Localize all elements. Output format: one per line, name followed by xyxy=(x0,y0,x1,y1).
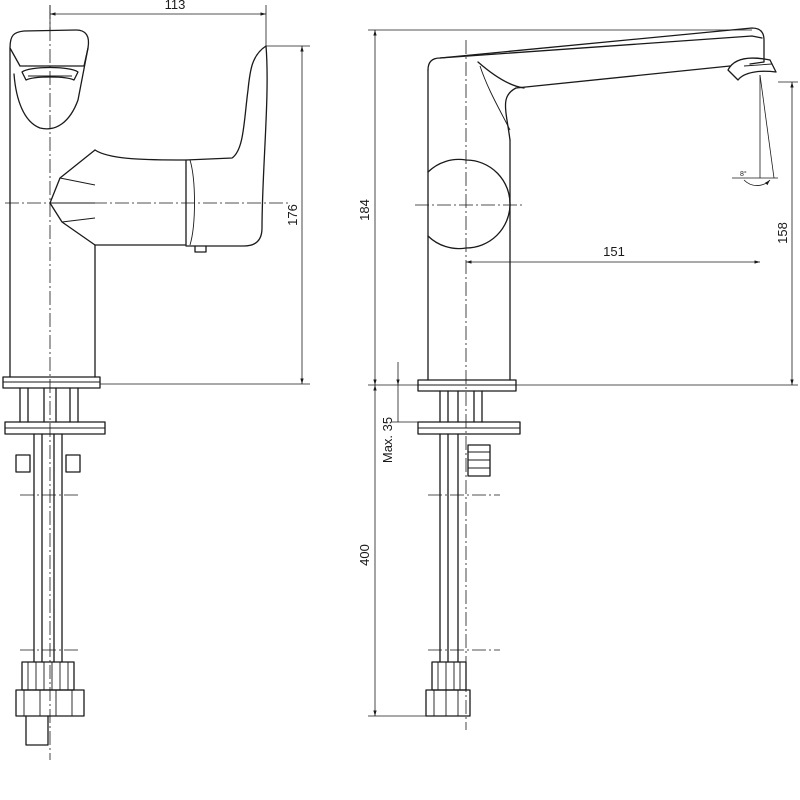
front-view: 113 176 xyxy=(2,0,310,760)
dim-176-label: 176 xyxy=(285,204,300,226)
side-hose-nut xyxy=(425,689,471,717)
side-mounting-rods xyxy=(439,390,483,423)
front-handle-lever xyxy=(185,45,268,247)
dim-158-label: 158 xyxy=(775,222,790,244)
side-spout-upper-edge xyxy=(439,35,763,59)
front-hose-nut-ribs xyxy=(23,690,73,716)
side-hose-nut-ribs xyxy=(433,690,459,716)
dim-113-label: 113 xyxy=(165,0,186,12)
front-mounting-nuts xyxy=(15,454,81,473)
dim-400-label: 400 xyxy=(357,544,372,566)
front-hose-break-lines xyxy=(20,494,80,651)
side-angle-slant xyxy=(759,74,775,179)
front-top-cap xyxy=(9,29,90,67)
side-angle-arc xyxy=(743,179,771,186)
side-spout-fillet xyxy=(479,65,511,131)
dim-max35-label: Max. 35 xyxy=(380,417,395,463)
side-washer-plate xyxy=(417,421,521,435)
dim-184-label: 184 xyxy=(357,199,372,221)
front-hose-fitting-block xyxy=(21,661,75,691)
side-hose-break-lines xyxy=(428,494,500,651)
front-hoses xyxy=(33,433,63,663)
front-facet-line-upper xyxy=(59,177,96,186)
front-facet-line-lower xyxy=(61,217,96,223)
front-aerator xyxy=(21,66,79,81)
side-aerator-line xyxy=(743,63,773,67)
side-handle-disc xyxy=(427,158,511,250)
side-fitting-ribs xyxy=(437,662,461,690)
side-aerator xyxy=(727,57,777,81)
side-spout-crease xyxy=(477,61,525,89)
spout-angle-label: 8° xyxy=(740,170,747,178)
front-handle-stem xyxy=(94,149,187,246)
front-fitting-ribs xyxy=(27,662,69,690)
front-handle-joint xyxy=(49,149,96,246)
front-washer-plate xyxy=(4,421,106,435)
dim-151-label: 151 xyxy=(603,244,625,259)
side-view: 8° 184 151 158 xyxy=(357,27,798,730)
side-hoses xyxy=(439,433,459,663)
side-base-flange xyxy=(417,379,517,392)
front-base-flange xyxy=(2,376,101,389)
side-spout-underside xyxy=(504,65,731,141)
side-hose-fitting xyxy=(431,661,467,691)
side-nut-ribs xyxy=(468,451,490,469)
front-hose-nuts xyxy=(15,689,85,717)
front-hose-tail xyxy=(25,715,49,746)
front-handle-pin xyxy=(194,245,207,253)
front-handle-curve xyxy=(189,159,195,246)
side-mounting-nut xyxy=(467,444,491,477)
side-spout-top xyxy=(427,27,765,71)
front-cap-sweep xyxy=(13,47,89,130)
front-mounting-rods xyxy=(19,387,79,423)
